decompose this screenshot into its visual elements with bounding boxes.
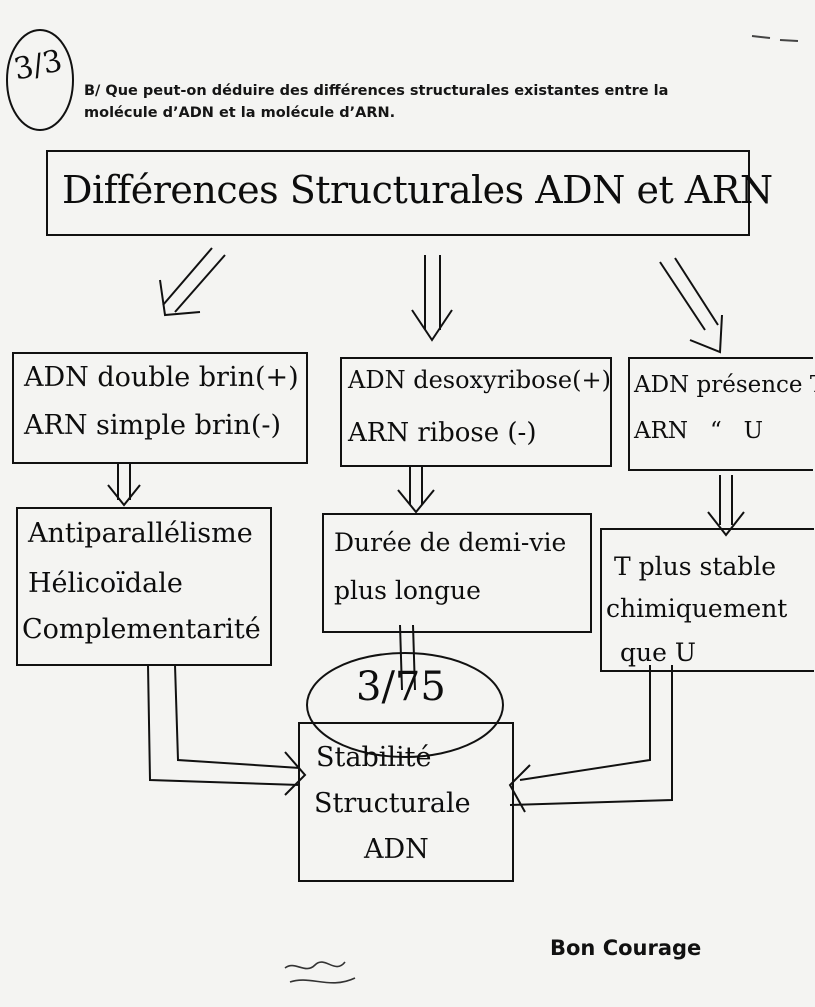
difference-text: ADN présence T (634, 372, 815, 398)
diagram-title: Différences Structurales ADN et ARN (62, 168, 773, 212)
conclusion-text: Stabilité (316, 742, 432, 773)
consequence-box-sugar (322, 513, 592, 633)
difference-text: ADN desoxyribose(+) (348, 366, 611, 394)
corner-marks (751, 35, 799, 42)
arrows-from-title (159, 247, 723, 354)
title-box (46, 150, 750, 236)
conclusion-text: ADN (364, 834, 429, 865)
consequence-text: T plus stable (614, 552, 777, 581)
difference-text: ARN ribose (-) (348, 418, 537, 448)
consequence-text: que U (620, 638, 696, 667)
conclusion-mark-circle (306, 652, 504, 758)
closing-text: Bon Courage (550, 936, 702, 960)
question-line-2: molécule d’ADN et la molécule d’ARN. (84, 105, 396, 121)
consequence-box-base (600, 528, 814, 672)
consequence-text: Antiparallélisme (28, 518, 253, 549)
arrows-to-consequences (107, 462, 745, 537)
conclusion-text: Structurale (314, 788, 471, 819)
conclusion-mark: 3/75 (356, 664, 446, 710)
difference-box-strands (12, 352, 308, 464)
signature (284, 961, 356, 984)
conclusion-box (298, 722, 514, 882)
arrows-to-conclusion (147, 624, 673, 813)
difference-box-sugar (340, 357, 612, 467)
consequence-text: Durée de demi-vie (334, 528, 567, 557)
grade-circle (6, 29, 74, 131)
consequence-text: chimiquement (606, 594, 788, 623)
consequence-text: Hélicoïdale (28, 568, 183, 599)
difference-text: ADN double brin(+) (24, 362, 299, 393)
difference-text: ARN “ U (634, 418, 764, 444)
consequence-text: Complementarité (22, 614, 261, 645)
consequence-text: plus longue (334, 576, 481, 605)
question-line-1: B/ Que peut-on déduire des différences s… (84, 83, 669, 99)
consequence-box-strands (16, 507, 272, 666)
difference-box-base (628, 357, 813, 471)
difference-text: ARN simple brin(-) (24, 410, 282, 441)
